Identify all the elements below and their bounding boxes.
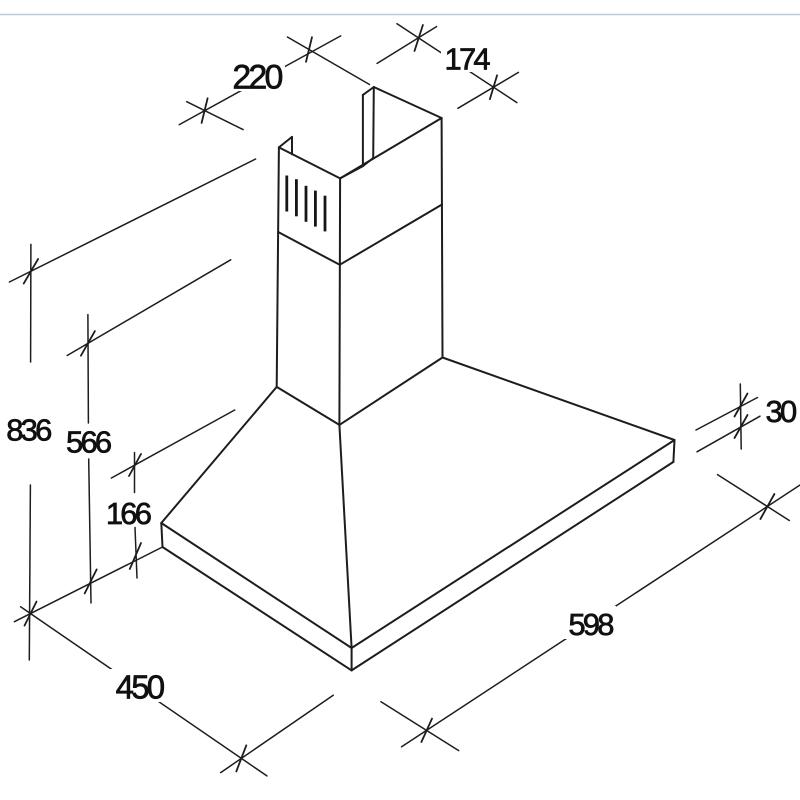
- hood-outline: [160, 86, 676, 672]
- flue-back-corner-edge: [372, 86, 375, 159]
- dim-ext-174-right: [457, 71, 520, 110]
- flue-rim-left-edge: [277, 146, 342, 180]
- canopy-slant-right-edge: [441, 356, 676, 441]
- flue-joint-right-face: [338, 203, 443, 266]
- dim-ext-598-right: [716, 473, 791, 522]
- flue-inner-edge: [339, 165, 364, 180]
- flue-left-flange-top: [277, 135, 293, 149]
- flue-back-flange-top: [361, 86, 375, 96]
- dim-label-mid-height: 566: [66, 424, 111, 459]
- dim-tick: [128, 453, 142, 477]
- label-mask: [441, 44, 492, 72]
- base-bottom-right-edge: [350, 460, 675, 672]
- dim-tick: [200, 97, 209, 124]
- dim-line-30: [739, 383, 742, 450]
- flue-back-flange-bottom: [361, 157, 375, 168]
- dim-tick: [305, 36, 313, 63]
- dim-ext-30-top: [695, 396, 759, 431]
- dim-tick: [759, 493, 776, 520]
- dim-tick: [22, 258, 39, 285]
- base-bottom-left-edge: [161, 546, 353, 672]
- dim-ext-450-right: [219, 694, 334, 774]
- dimension-lines: [8, 22, 800, 777]
- flue-right-vertical-edge: [440, 117, 444, 359]
- dim-tick: [80, 330, 96, 357]
- flue-left-vertical-edge: [275, 146, 280, 388]
- flue-front-vertical-edge: [338, 177, 342, 426]
- dim-ext-220-right: [286, 36, 371, 86]
- dim-tick: [488, 74, 499, 100]
- dim-ext-598-left: [380, 700, 460, 752]
- dim-ext-30-bottom: [696, 415, 761, 453]
- vent-slots: [285, 175, 327, 232]
- dim-tick: [413, 24, 424, 52]
- dim-label-flue-top-width: 220: [232, 59, 282, 97]
- dim-tick: [420, 717, 433, 743]
- flue-joint-left-face: [277, 231, 341, 266]
- dim-ext-174-left: [376, 25, 438, 65]
- dim-label-base-depth: 450: [116, 669, 165, 706]
- base-right-corner-edge: [672, 439, 676, 463]
- dim-ext-836-top: [8, 158, 257, 283]
- label-mask: [558, 606, 616, 639]
- dim-label-canopy-height: 166: [106, 496, 151, 531]
- base-top-left-edge: [160, 522, 353, 649]
- dim-line-836-lower: [28, 484, 32, 661]
- label-mask: [107, 669, 167, 702]
- canopy-slant-front-edge: [338, 423, 353, 649]
- base-left-corner-edge: [160, 522, 164, 548]
- base-top-right-edge: [350, 439, 676, 649]
- dim-tick: [733, 414, 749, 439]
- dimension-labels: 220 174 836 566 166 450 598 30: [6, 41, 800, 706]
- dim-tick: [128, 542, 142, 570]
- label-mask: [228, 61, 285, 91]
- dim-line-566-lower: [87, 458, 92, 604]
- dim-ext-220-left: [185, 100, 244, 131]
- dim-tick: [83, 568, 98, 595]
- dim-label-base-width: 598: [568, 607, 613, 642]
- dim-line-566-upper: [87, 313, 90, 424]
- flue-rim-back-edge: [372, 86, 443, 119]
- dim-ext-166-top: [110, 409, 236, 479]
- canopy-slant-left-edge: [160, 385, 278, 524]
- dim-label-total-height: 836: [6, 412, 51, 447]
- dim-label-flue-top-depth: 174: [445, 41, 491, 76]
- dim-label-base-rim-height: 30: [766, 394, 797, 429]
- canopy-top-right-edge: [338, 356, 444, 426]
- dim-tick: [235, 744, 248, 773]
- dim-tick: [733, 392, 749, 418]
- dim-ext-566-top: [66, 259, 232, 357]
- canopy-top-left-edge: [275, 385, 341, 426]
